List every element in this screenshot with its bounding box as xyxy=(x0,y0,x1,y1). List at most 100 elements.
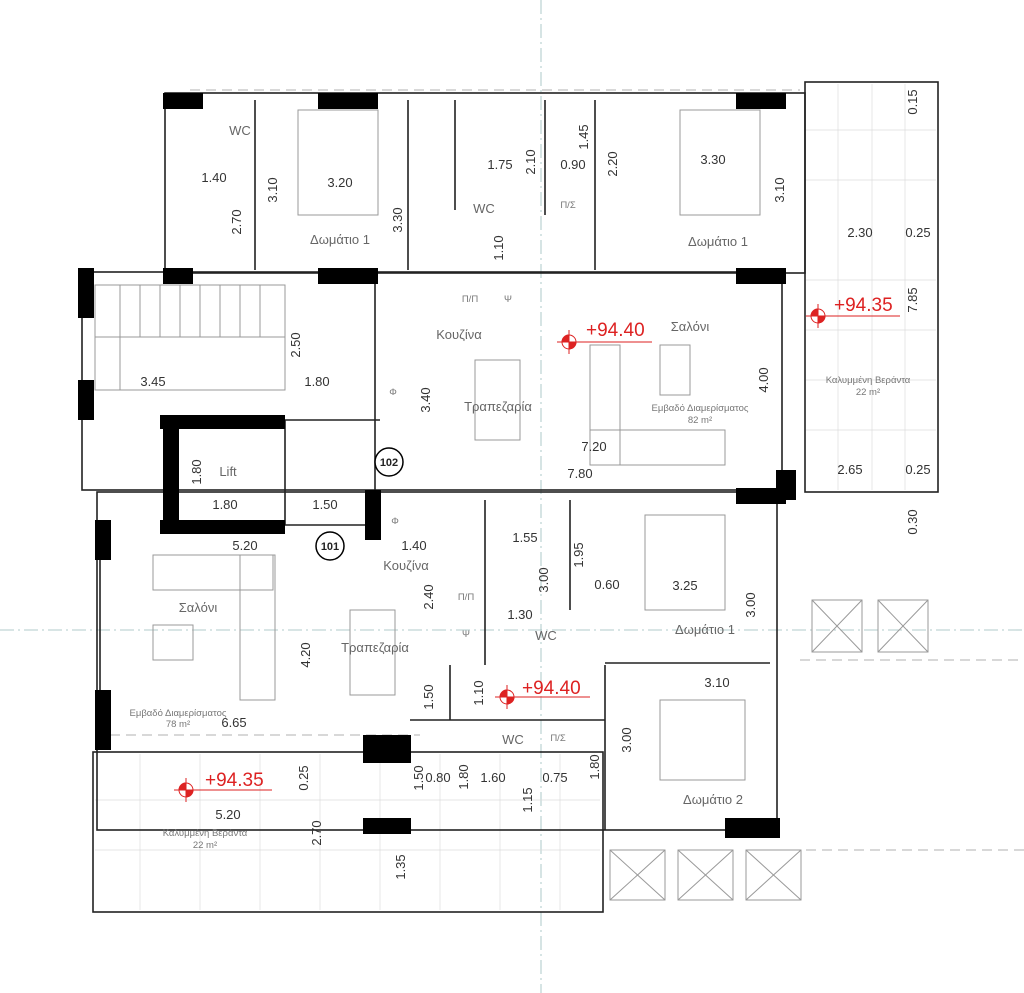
dimension: 1.80 xyxy=(587,754,602,779)
dimension: 3.10 xyxy=(704,675,729,690)
area-value: 82 m² xyxy=(688,415,712,426)
dimension: 0.25 xyxy=(905,462,930,477)
dimension: 4.00 xyxy=(756,367,771,392)
dimension: 3.25 xyxy=(672,578,697,593)
room-label: Δωμάτιο 1 xyxy=(675,622,735,637)
top-veranda-floor xyxy=(804,81,939,493)
area-label: Εμβαδό Διαμερίσματος xyxy=(652,403,749,414)
dimension: 0.75 xyxy=(542,770,567,785)
dimension: 1.80 xyxy=(304,374,329,389)
dimension: 0.60 xyxy=(594,577,619,592)
dimension: 2.65 xyxy=(837,462,862,477)
veranda-level: +94.35 xyxy=(834,295,893,316)
dimension: 2.70 xyxy=(309,820,324,845)
dimension: 3.30 xyxy=(700,152,725,167)
dimension: 2.40 xyxy=(421,584,436,609)
dimension: 0.80 xyxy=(425,770,450,785)
room-label: Σαλόνι xyxy=(179,600,218,615)
appliance-label: Π/Π xyxy=(458,592,475,603)
dimension: 3.00 xyxy=(536,567,551,592)
appliance-label: Ψ xyxy=(462,629,470,640)
dimension: 1.35 xyxy=(393,854,408,879)
dimension: 5.20 xyxy=(232,538,257,553)
bottom-unit-labels: Κουζίνα Φ Π/Π Ψ Σαλόνι Τραπεζαρία Εμβαδό… xyxy=(130,516,758,880)
dimension: 6.65 xyxy=(221,715,246,730)
room-label: Σαλόνι xyxy=(671,319,710,334)
level-marker-icons xyxy=(174,304,900,802)
planter-boxes xyxy=(609,599,929,901)
dimension: 1.80 xyxy=(456,764,471,789)
apartment-number: 102 xyxy=(380,457,398,469)
dimension: 2.70 xyxy=(229,209,244,234)
walls xyxy=(78,92,806,838)
dimension: 0.90 xyxy=(560,157,585,172)
dimension: 0.30 xyxy=(905,509,920,534)
dimension: 3.00 xyxy=(619,727,634,752)
dimension: 3.45 xyxy=(140,374,165,389)
room-label: Κουζίνα xyxy=(383,558,429,573)
level-value: +94.40 xyxy=(586,320,645,341)
dimension: 0.25 xyxy=(296,765,311,790)
dimension: 5.20 xyxy=(215,807,240,822)
staircase xyxy=(94,284,286,391)
room-label: Δωμάτιο 1 xyxy=(310,232,370,247)
room-label: WC xyxy=(502,732,524,747)
dimension: 4.20 xyxy=(298,642,313,667)
dimension: 1.10 xyxy=(491,235,506,260)
room-label: WC xyxy=(535,628,557,643)
apartment-number: 101 xyxy=(321,541,339,553)
room-label: Δωμάτιο 2 xyxy=(683,792,743,807)
dimension: 7.85 xyxy=(905,287,920,312)
dimension: 0.25 xyxy=(905,225,930,240)
dimension: 1.75 xyxy=(487,157,512,172)
area-value: 78 m² xyxy=(166,719,190,730)
dimension: 1.40 xyxy=(401,538,426,553)
room-label: WC xyxy=(229,123,251,138)
room-label: Δωμάτιο 1 xyxy=(688,234,748,249)
dimension: 1.80 xyxy=(212,497,237,512)
dimension: 2.30 xyxy=(847,225,872,240)
bottom-veranda-floor xyxy=(92,751,604,913)
top-unit-labels: WC Δωμάτιο 1 WC Π/Σ Δωμάτιο 1 Κουζίνα Π/… xyxy=(201,89,930,534)
dimension: 1.50 xyxy=(421,684,436,709)
room-label: Κουζίνα xyxy=(436,327,482,342)
dimension: 2.50 xyxy=(288,332,303,357)
appliance-label: Π/Π xyxy=(462,294,479,305)
dimension: 2.10 xyxy=(523,149,538,174)
dimension: 1.40 xyxy=(201,170,226,185)
dimension: 0.15 xyxy=(905,89,920,114)
dimension: 3.10 xyxy=(265,177,280,202)
room-label: Π/Σ xyxy=(550,733,566,744)
lift-label: Lift xyxy=(219,464,237,479)
appliance-label: Φ xyxy=(389,387,397,398)
veranda-level: +94.35 xyxy=(205,770,264,791)
veranda-area: 22 m² xyxy=(856,387,880,398)
room-label: Τραπεζαρία xyxy=(464,399,532,414)
furniture xyxy=(152,109,761,781)
dimension: 1.95 xyxy=(571,542,586,567)
dimension: 1.55 xyxy=(512,530,537,545)
dimension: 1.80 xyxy=(189,459,204,484)
dimension: 3.20 xyxy=(327,175,352,190)
veranda-area: 22 m² xyxy=(193,840,217,851)
veranda-label: Καλυμμένη Βεράντα xyxy=(163,828,248,839)
dimension: 7.80 xyxy=(567,466,592,481)
appliance-label: Φ xyxy=(391,516,399,527)
appliance-label: Ψ xyxy=(504,294,512,305)
dimension: 1.50 xyxy=(411,765,426,790)
dimension: 1.50 xyxy=(312,497,337,512)
dimension: 1.15 xyxy=(520,787,535,812)
dimension: 1.10 xyxy=(471,680,486,705)
dimension: 1.60 xyxy=(480,770,505,785)
dimension: 3.00 xyxy=(743,592,758,617)
area-label: Εμβαδό Διαμερίσματος xyxy=(130,708,227,719)
apartment-tag-102: 102 xyxy=(374,447,404,477)
veranda-label: Καλυμμένη Βεράντα xyxy=(826,375,911,386)
room-label: WC xyxy=(473,201,495,216)
dimension: 3.10 xyxy=(772,177,787,202)
room-label: Π/Σ xyxy=(560,200,576,211)
level-value: +94.40 xyxy=(522,678,581,699)
core-labels: Lift 2.50 3.45 1.80 1.80 1.80 1.50 xyxy=(140,332,337,512)
